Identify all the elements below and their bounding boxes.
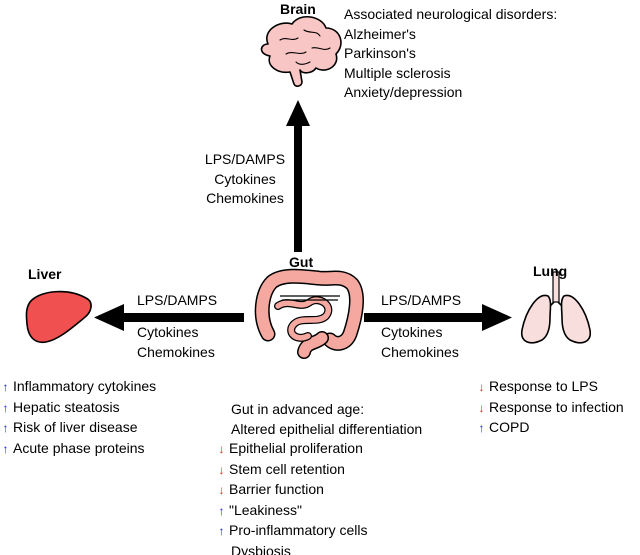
brain-disorder-item: Parkinson's xyxy=(344,45,416,61)
liver-item: ↑Inflammatory cytokines xyxy=(0,377,157,398)
brain-disorder-item: Alzheimer's xyxy=(344,25,416,42)
gut-heading: Gut in advanced age: xyxy=(231,401,365,417)
intestine-icon xyxy=(254,268,364,359)
gut-item: ↓Barrier function xyxy=(216,480,422,501)
gut-item: ↑Pro-inflammatory cells xyxy=(216,521,422,542)
brain-title: Brain xyxy=(280,1,316,17)
gut-item: ↑"Leakiness" xyxy=(216,501,422,522)
liver-item: ↑Hepatic steatosis xyxy=(0,398,156,419)
up-arrow-icon: ↑ xyxy=(2,380,9,394)
brain-disorder-item: Anxiety/depression xyxy=(344,84,463,100)
lung-effects: ↓Response to LPS ↓Response to infection … xyxy=(476,377,624,439)
brain-disorders: Associated neurological disorders: Alzhe… xyxy=(344,5,557,103)
lung-item: ↓Response to LPS xyxy=(476,377,624,398)
arrow-to-lung xyxy=(364,304,512,331)
up-arrow-icon: ↑ xyxy=(478,421,485,435)
liver-signals-bottom: Cytokines Chemokines xyxy=(137,323,215,362)
up-arrow-icon: ↑ xyxy=(2,441,9,456)
brain-signals: LPS/DAMPS Cytokines Chemokines xyxy=(197,150,293,209)
gut-heading: Altered epithelial differentiation xyxy=(231,420,423,437)
up-arrow-icon: ↑ xyxy=(2,421,9,435)
arrow-to-liver xyxy=(94,304,244,331)
lung-signals-bottom: Cytokines Chemokines xyxy=(381,323,459,362)
lung-title: Lung xyxy=(533,263,568,279)
up-arrow-icon: ↑ xyxy=(218,503,225,518)
liver-title: Liver xyxy=(28,266,62,282)
gut-title: Gut xyxy=(289,254,314,270)
arrow-to-brain xyxy=(286,100,310,252)
gut-item: ↓Stem cell retention xyxy=(216,460,422,481)
lung-signal: Chemokines xyxy=(381,343,459,360)
brain-icon xyxy=(260,16,342,87)
gut-details: Gut in advanced age: Altered epithelial … xyxy=(216,400,423,555)
lung-signal-top: LPS/DAMPS xyxy=(381,292,462,308)
gut-item: Dysbiosis xyxy=(231,542,291,555)
brain-signal: LPS/DAMPS xyxy=(204,151,286,167)
down-arrow-icon: ↓ xyxy=(478,380,485,394)
down-arrow-icon: ↓ xyxy=(218,442,225,456)
gut-item: ↓Epithelial proliferation xyxy=(216,439,422,460)
down-arrow-icon: ↓ xyxy=(478,400,485,415)
brain-disorder-item: Multiple sclerosis xyxy=(344,64,451,81)
up-arrow-icon: ↑ xyxy=(218,524,225,538)
brain-disorders-heading: Associated neurological disorders: xyxy=(344,6,558,22)
liver-signal-top: LPS/DAMPS xyxy=(137,292,218,308)
liver-item: ↑Risk of liver disease xyxy=(0,418,156,439)
liver-signal: Cytokines xyxy=(137,324,199,340)
down-arrow-icon: ↓ xyxy=(218,462,225,477)
up-arrow-icon: ↑ xyxy=(2,400,9,415)
liver-icon xyxy=(25,290,92,344)
down-arrow-icon: ↓ xyxy=(218,483,225,497)
lung-item: ↑COPD xyxy=(476,418,624,439)
liver-signal: Chemokines xyxy=(137,343,215,360)
lungs-icon xyxy=(520,271,592,344)
lung-signal: Cytokines xyxy=(381,324,443,340)
liver-item: ↑Acute phase proteins xyxy=(0,439,156,460)
liver-effects: ↑Inflammatory cytokines ↑Hepatic steatos… xyxy=(0,377,157,460)
brain-signal: Cytokines xyxy=(214,170,276,187)
brain-signal: Chemokines xyxy=(206,190,284,206)
lung-item: ↓Response to infection xyxy=(476,398,624,419)
